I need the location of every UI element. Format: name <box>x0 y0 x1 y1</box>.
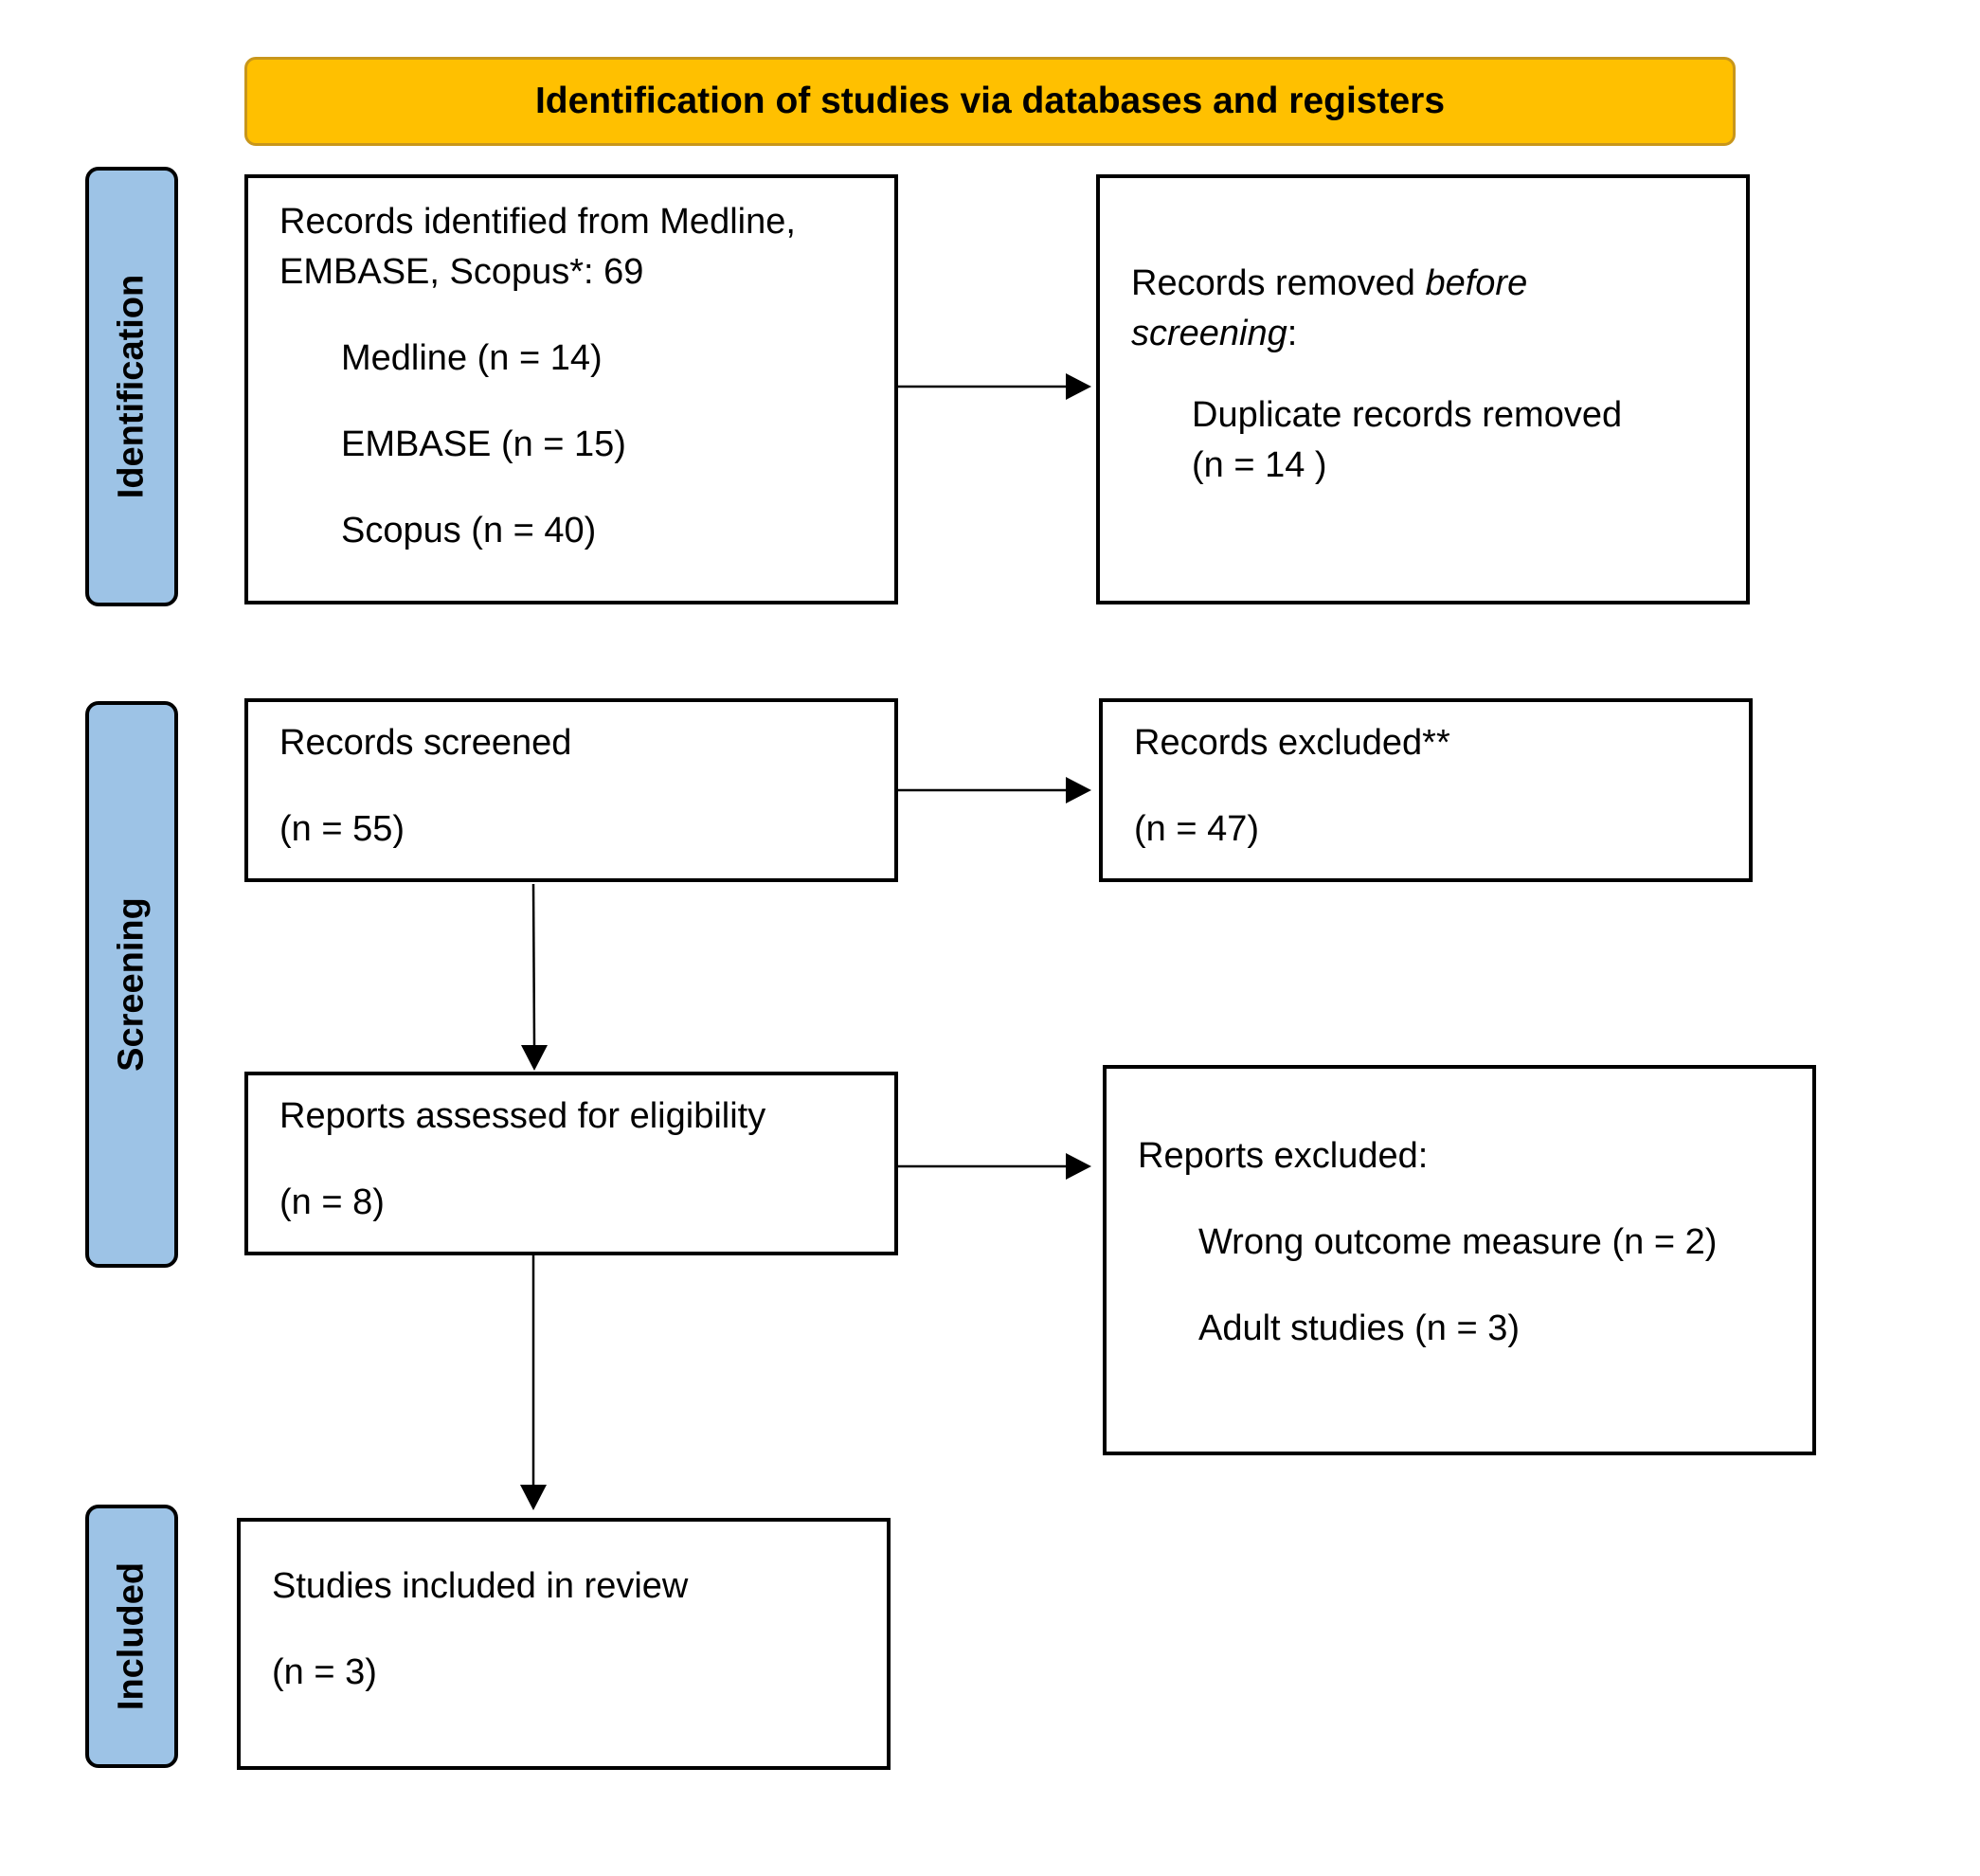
eligibility-count: (n = 8) <box>279 1182 385 1222</box>
removed-line2-b: : <box>1287 314 1298 353</box>
eligibility-label: Reports assessed for eligibility <box>279 1096 766 1136</box>
phase-included-label: Included <box>111 1561 152 1711</box>
arrow-eligibility-to-reports-excluded <box>898 1153 1091 1180</box>
records-excluded-box: Records excluded** (n = 47) <box>1099 698 1753 882</box>
header-banner: Identification of studies via databases … <box>244 57 1736 146</box>
identified-scopus: Scopus (n = 40) <box>341 511 597 550</box>
removed-duplicates-line1: Duplicate records removed <box>1192 395 1623 435</box>
phase-screening: Screening <box>85 701 178 1268</box>
removed-duplicates-line2: (n = 14 ) <box>1192 445 1327 485</box>
reports-excluded-box: Reports excluded: Wrong outcome measure … <box>1103 1065 1816 1455</box>
reports-excluded-reason1: Wrong outcome measure (n = 2) <box>1198 1222 1718 1262</box>
phase-included: Included <box>85 1505 178 1768</box>
removed-line2-a: screening <box>1131 314 1287 353</box>
excluded-count: (n = 47) <box>1134 809 1260 849</box>
removed-line1-b: before <box>1425 263 1528 303</box>
removed-line1: Records removed before <box>1131 259 1527 309</box>
phase-identification-label: Identification <box>111 274 152 499</box>
arrow-screened-to-eligibility <box>521 883 548 1071</box>
excluded-label: Records excluded** <box>1134 723 1450 763</box>
eligibility-box: Reports assessed for eligibility (n = 8) <box>244 1072 898 1255</box>
records-identified-box: Records identified from Medline, EMBASE,… <box>244 174 898 604</box>
studies-included-box: Studies included in review (n = 3) <box>237 1518 891 1770</box>
arrow-identified-to-removed <box>898 373 1091 400</box>
identified-line1: Records identified from Medline, <box>279 202 796 242</box>
identified-medline: Medline (n = 14) <box>341 338 603 378</box>
arrow-screened-to-excluded <box>898 777 1091 803</box>
screened-count: (n = 55) <box>279 809 405 849</box>
phase-identification: Identification <box>85 167 178 606</box>
records-removed-box: Records removed before screening: Duplic… <box>1096 174 1750 604</box>
removed-line1-a: Records removed <box>1131 263 1426 303</box>
identified-line2: EMBASE, Scopus*: 69 <box>279 252 644 292</box>
included-label: Studies included in review <box>272 1566 689 1606</box>
header-title: Identification of studies via databases … <box>534 81 1446 121</box>
identified-embase: EMBASE (n = 15) <box>341 424 626 464</box>
removed-line2: screening: <box>1131 309 1297 359</box>
included-count: (n = 3) <box>272 1652 377 1692</box>
records-screened-box: Records screened (n = 55) <box>244 698 898 882</box>
phase-screening-label: Screening <box>111 897 152 1072</box>
reports-excluded-label: Reports excluded: <box>1138 1136 1429 1176</box>
screened-label: Records screened <box>279 723 572 763</box>
arrow-eligibility-to-included <box>520 1255 547 1510</box>
reports-excluded-reason2: Adult studies (n = 3) <box>1198 1308 1521 1348</box>
